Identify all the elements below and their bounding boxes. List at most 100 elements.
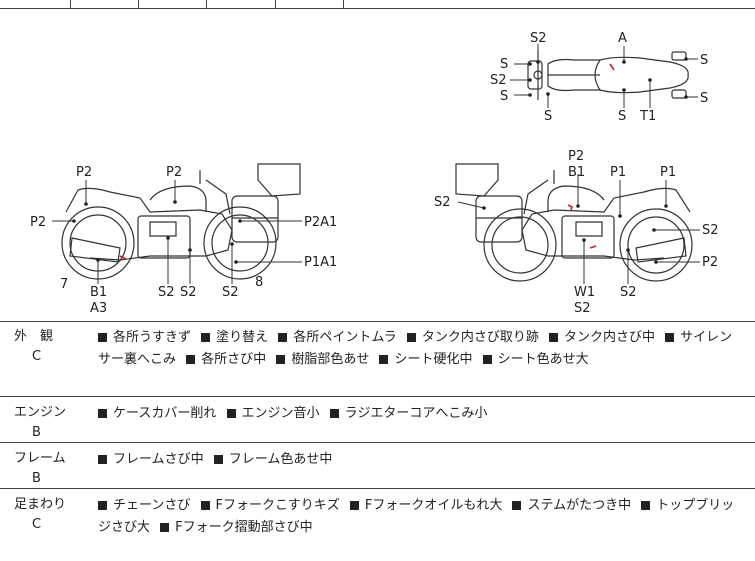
condition-item: タンク内さび中 <box>548 330 655 345</box>
bullet-square-icon <box>186 354 196 364</box>
bullet-square-icon <box>98 454 107 464</box>
header-cell-divider <box>70 0 71 8</box>
diagram-label: T1 <box>639 109 656 124</box>
diagram-label: S <box>700 91 708 106</box>
bullet-square-icon <box>349 500 359 510</box>
condition-item: ステムがたつき中 <box>512 498 631 513</box>
diagram-label: S2 <box>180 285 197 300</box>
diagram-label: S2 <box>490 73 507 88</box>
motorcycle-right-view <box>455 163 693 282</box>
header-cell-divider <box>343 0 344 8</box>
diagram-label: S2 <box>158 285 175 300</box>
condition-item-label: タンク内さび取り跡 <box>421 330 539 345</box>
condition-item: Fフォークこすりキズ <box>200 498 340 513</box>
condition-item-label: エンジン音小 <box>241 406 320 421</box>
section-row-suspension: 足まわり C チェーンさび Fフォークこすりキズ Fフォークオイルもれ大 ステム… <box>0 489 755 561</box>
condition-item: シート色あせ大 <box>482 352 589 367</box>
section-category: エンジン B <box>14 403 84 443</box>
diagram-label: P1A1 <box>304 255 337 270</box>
damage-mark <box>567 204 573 211</box>
condition-item: エンジン音小 <box>226 406 320 421</box>
bullet-square-icon <box>276 354 286 364</box>
diagram-label: S <box>700 53 708 68</box>
diagram-label: S2 <box>702 223 719 238</box>
condition-item: フレーム色あせ中 <box>213 452 333 467</box>
diagram-label: S2 <box>222 285 239 300</box>
condition-item: タンク内さび取り跡 <box>406 330 539 345</box>
section-name: フレーム <box>14 451 66 466</box>
bullet-square-icon <box>226 408 236 418</box>
condition-item-label: ケースカバー削れ <box>113 406 217 421</box>
condition-item: Fフォーク摺動部さび中 <box>160 520 313 535</box>
condition-item-label: フレームさび中 <box>113 452 204 467</box>
section-category: 外 観 C <box>14 327 84 367</box>
diagram-label: S2 <box>530 31 547 46</box>
diagram-label: P2A1 <box>304 215 337 230</box>
diagram-label: P2 <box>568 149 584 164</box>
section-name: 外 観 <box>14 329 54 344</box>
section-grade: C <box>32 349 42 364</box>
diagram-label: S <box>500 57 508 72</box>
diagram-label: S <box>618 109 626 124</box>
bullet-square-icon <box>641 500 651 510</box>
section-items: チェーンさび Fフォークこすりキズ Fフォークオイルもれ大 ステムがたつき中 ト… <box>98 495 743 539</box>
condition-item-label: 樹脂部色あせ <box>291 352 370 367</box>
section-name: 足まわり <box>14 497 67 512</box>
diagram-label: 7 <box>60 277 68 292</box>
diagram-label: 8 <box>255 275 263 290</box>
section-category: 足まわり C <box>14 495 84 535</box>
condition-item-label: チェーンさび <box>113 498 191 513</box>
condition-item-label: 各所ペイントムラ <box>293 330 397 345</box>
diagram-label: P1 <box>610 165 626 180</box>
diagram-label: P2 <box>30 215 46 230</box>
condition-item-label: フレーム色あせ中 <box>228 452 333 467</box>
condition-item-label: ラジエターコアへこみ小 <box>344 406 488 421</box>
condition-item-label: Fフォークオイルもれ大 <box>364 498 503 513</box>
bullet-square-icon <box>329 408 339 418</box>
condition-item-label: 各所さび中 <box>201 352 267 367</box>
condition-item: ラジエターコアへこみ小 <box>329 406 488 421</box>
section-row-engine: エンジン B ケースカバー削れ エンジン音小 ラジエターコアへこみ小 <box>0 397 755 443</box>
condition-item: 各所さび中 <box>186 352 266 367</box>
damage-mark <box>589 245 597 249</box>
diagram-label: S2 <box>620 285 637 300</box>
bullet-square-icon <box>379 354 389 364</box>
condition-item: 塗り替え <box>201 330 268 345</box>
condition-item-label: サイレンサー裏へこみ <box>98 330 733 367</box>
section-category: フレーム B <box>14 449 84 489</box>
bullet-square-icon <box>200 500 210 510</box>
condition-item: 樹脂部色あせ <box>276 352 369 367</box>
diagram-label: S2 <box>434 195 451 210</box>
header-cell-divider <box>275 0 276 8</box>
diagram-label: P2 <box>166 165 182 180</box>
condition-item-label: トップブリッジさび大 <box>98 498 735 535</box>
section-items: 各所うすきず 塗り替え 各所ペイントムラ タンク内さび取り跡 タンク内さび中 サ… <box>98 327 743 371</box>
diagram-label: B1 <box>568 165 585 180</box>
bullet-square-icon <box>201 332 211 342</box>
bullet-square-icon <box>98 500 107 510</box>
section-name: エンジン <box>14 405 67 420</box>
motorcycle-top-view <box>527 50 689 100</box>
damage-mark <box>119 255 127 260</box>
diagram-label: S <box>500 89 508 104</box>
bullet-square-icon <box>482 354 492 364</box>
diagram-label: S2 <box>574 301 591 316</box>
condition-item-label: Fフォークこすりキズ <box>215 498 340 513</box>
section-items: ケースカバー削れ エンジン音小 ラジエターコアへこみ小 <box>98 403 743 425</box>
motorcycle-left-view <box>61 163 301 280</box>
condition-item: ケースカバー削れ <box>98 406 216 421</box>
diagram-label: A <box>618 31 627 46</box>
section-grade: C <box>32 517 42 532</box>
diagram-label: A3 <box>90 301 107 316</box>
header-cell-divider <box>138 0 139 8</box>
diagram-label: W1 <box>574 285 595 300</box>
bullet-square-icon <box>548 332 558 342</box>
condition-item: Fフォークオイルもれ大 <box>349 498 503 513</box>
condition-item-label: 塗り替え <box>216 330 269 345</box>
condition-item: トップブリッジさび大 <box>98 498 734 535</box>
bullet-square-icon <box>98 408 107 418</box>
motorcycle-diagram: S2 A S S S2 S S S S T1 P2 P2 P2 P2A1 P1A… <box>30 31 719 316</box>
condition-item: サイレンサー裏へこみ <box>98 330 732 367</box>
bullet-square-icon <box>406 332 416 342</box>
table-header-strip <box>0 0 755 9</box>
